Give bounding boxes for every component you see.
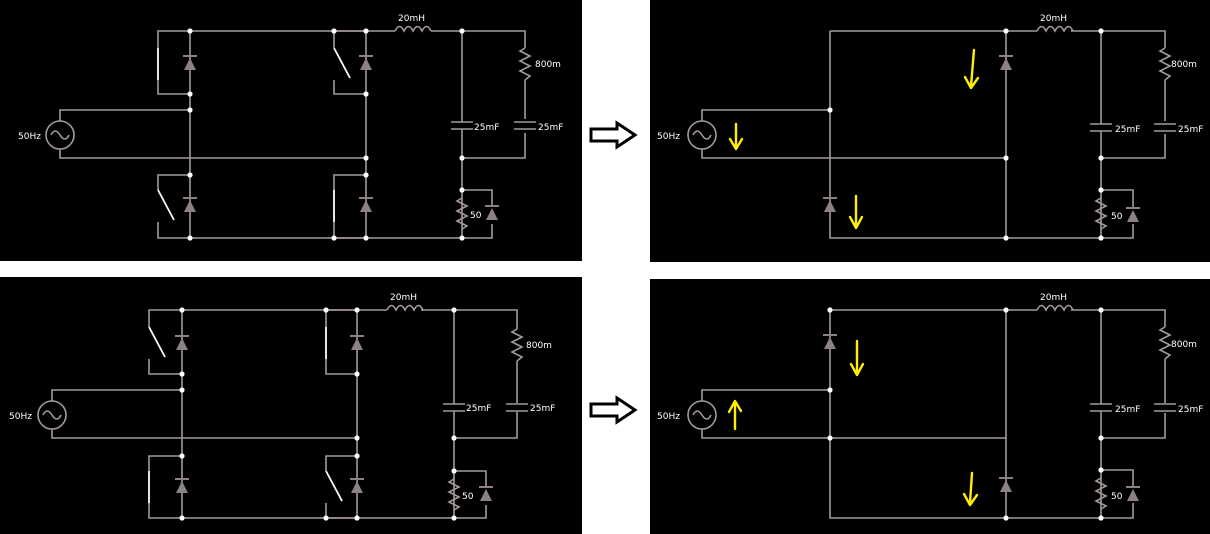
resistor-label: 800m: [1171, 60, 1197, 70]
source-label: 50Hz: [657, 132, 680, 142]
capacitor-label: 25mF: [1115, 125, 1140, 135]
capacitor-label: 25mF: [466, 404, 491, 414]
current-arrow-icon: [963, 48, 980, 90]
resistor-label: 800m: [535, 60, 561, 70]
inductor-label: 20mH: [1040, 293, 1067, 303]
source-label: 50Hz: [9, 412, 32, 422]
source-label: 50Hz: [657, 412, 680, 422]
circuit-diagram: 50Hz 20mH 800m 25mF 25mF 50: [657, 293, 1203, 521]
capacitor-label: 25mF: [538, 123, 563, 133]
circuit-diagram: 50Hz 20mH 800m 25mF 25mF 50: [18, 14, 563, 241]
equivalent-panel-top: 50Hz 20mH 800m 25mF 25mF 50: [650, 0, 1210, 262]
resistor-label: 800m: [1171, 340, 1197, 350]
right-arrow-icon: [589, 395, 638, 425]
right-arrow-icon: [589, 120, 638, 150]
inductor-label: 20mH: [390, 293, 417, 303]
current-arrow-icon: [849, 339, 865, 377]
current-arrow-icon: [848, 194, 864, 230]
equivalent-panel-bottom: 50Hz 20mH 800m 25mF 25mF 50: [650, 279, 1210, 534]
capacitor-label: 25mF: [1115, 405, 1140, 415]
capacitor-label: 25mF: [530, 404, 555, 414]
load-label: 50: [462, 492, 474, 502]
current-arrow-icon: [727, 399, 743, 431]
bridge-panel-bottom: 50Hz 20mH 800m 25mF 25mF 50: [0, 277, 582, 534]
capacitor-label: 25mF: [1178, 405, 1203, 415]
resistor-label: 800m: [526, 341, 552, 351]
current-arrow-icon: [728, 122, 744, 151]
load-label: 50: [470, 211, 482, 221]
current-arrow-icon: [962, 471, 979, 507]
capacitor-label: 25mF: [1178, 125, 1203, 135]
capacitor-label: 25mF: [474, 123, 499, 133]
circuit-diagram: 50Hz 20mH 800m 25mF 25mF 50: [657, 14, 1203, 241]
load-label: 50: [1111, 212, 1123, 222]
load-label: 50: [1111, 492, 1123, 502]
source-label: 50Hz: [18, 132, 41, 142]
circuit-diagram: 50Hz 20mH 800m 25mF 25mF 50: [9, 293, 555, 521]
inductor-label: 20mH: [398, 14, 425, 24]
bridge-panel-top: 50Hz 20mH 800m 25mF 25mF 50: [0, 0, 582, 261]
inductor-label: 20mH: [1040, 14, 1067, 24]
